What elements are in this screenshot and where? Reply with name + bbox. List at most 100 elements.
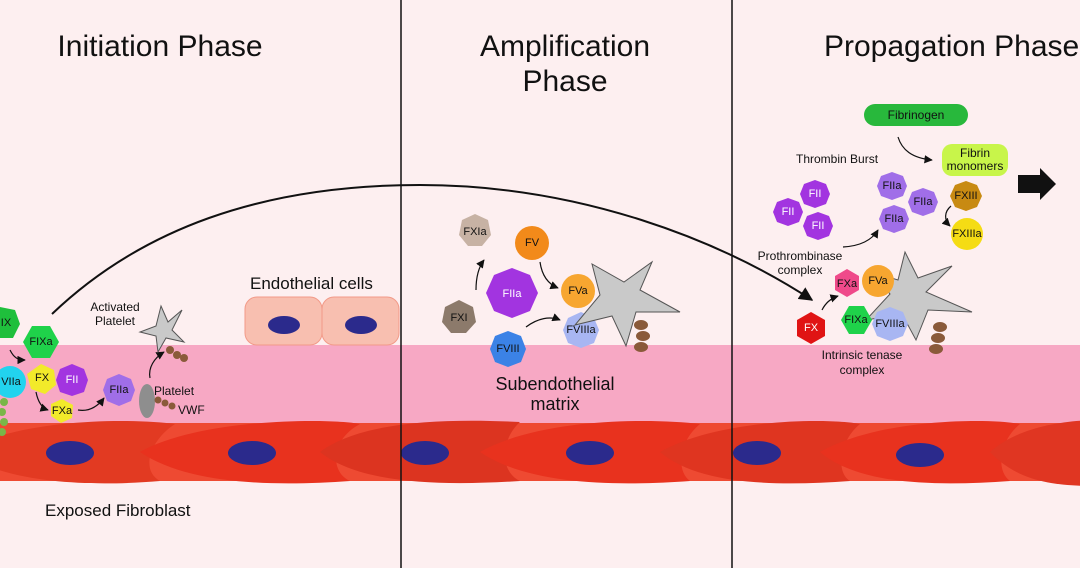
vwf-label: VWF [178, 403, 205, 417]
factor-label: FIIa [885, 213, 905, 225]
activated-platelet [138, 304, 186, 354]
reaction-arrow [9, 349, 26, 365]
reaction-arrow [149, 351, 165, 379]
factor-label: FVa [568, 285, 588, 297]
factor-label: FIXa [844, 314, 868, 326]
reaction-arrow [35, 391, 49, 412]
reaction-arrow [525, 313, 561, 328]
activated-platelet [573, 260, 681, 348]
factor-label: FIXa [29, 336, 53, 348]
factor-fva [862, 265, 894, 297]
intrinsic-tenase-label-line1: Intrinsic tenase [822, 348, 903, 362]
tissue-factor-strand [0, 398, 8, 436]
fibrinogen-pill [864, 104, 968, 126]
factor-label: FVIIIa [566, 324, 596, 336]
phase-title-amplification-line2: Phase [522, 65, 607, 98]
factor-fixa [23, 326, 59, 358]
phase-title-initiation: Initiation Phase [57, 30, 262, 63]
nucleus [228, 441, 276, 465]
factor-fii [56, 364, 88, 396]
factor-label: IX [1, 317, 12, 329]
vwf-strand [154, 396, 176, 410]
factor-fxa [835, 269, 859, 297]
factor-label: FIIa [110, 384, 130, 396]
factor-label: FXIII [954, 190, 977, 202]
nucleus [401, 441, 449, 465]
platelet [139, 384, 155, 418]
factor-label: FV [525, 237, 540, 249]
reaction-arrow [941, 205, 952, 227]
factor-label: FXa [52, 405, 73, 417]
factor-label: FXIa [463, 226, 487, 238]
factor-label: FIIa [883, 180, 903, 192]
phase-title-propagation: Propagation Phase [824, 30, 1079, 63]
reaction-arrow [842, 229, 879, 248]
nucleus [896, 443, 944, 467]
factor-fviii [490, 331, 526, 367]
fibrin-monomers-label-line2: monomers [947, 159, 1004, 173]
factor-label: FII [66, 374, 79, 386]
reaction-arrow [475, 259, 485, 291]
factor-fxia [459, 214, 491, 246]
factor-fii [800, 180, 830, 208]
factor-label: FXI [450, 312, 467, 324]
factor-fxi [442, 300, 476, 333]
factor-fx [27, 364, 56, 394]
endothelial-cells-label: Endothelial cells [250, 274, 373, 293]
factor-fxiiia [951, 218, 983, 250]
factor-label: FII [812, 220, 825, 232]
factor-label: FXIIIa [952, 228, 982, 240]
prothrombinase-label-line1: Prothrombinase [758, 249, 843, 263]
arrow-right-icon [1018, 168, 1056, 200]
factor-label: FX [804, 322, 819, 334]
subendothelial-matrix-label-line1: Subendothelial [495, 374, 614, 394]
factor-label: FIIa [914, 196, 934, 208]
factor-label: FXa [837, 278, 858, 290]
factor-fva [561, 274, 595, 308]
factor-label: FIIa [503, 288, 523, 300]
factor-fiia [103, 374, 135, 406]
exposed-fibroblast-label: Exposed Fibroblast [45, 501, 191, 520]
activated-platelet-label-line1: Activated [90, 300, 139, 314]
vwf-cluster [929, 322, 947, 354]
reaction-arrow [821, 294, 839, 311]
factor-label: FII [809, 188, 822, 200]
subendothelial-matrix-label-line2: matrix [531, 394, 580, 414]
vwf [166, 346, 188, 362]
thrombin-burst-label: Thrombin Burst [796, 152, 879, 166]
factor-fiia [879, 205, 909, 233]
factor-label: FVIII [496, 343, 519, 355]
reaction-arrow [539, 261, 559, 290]
factor-fv [515, 226, 549, 260]
factor-fiia [908, 188, 938, 216]
intrinsic-tenase-label-line2: complex [840, 363, 885, 377]
factor-viia [0, 366, 26, 398]
factor-fx [797, 312, 825, 344]
factor-fii [803, 212, 833, 240]
fibrin-monomers-pill [942, 144, 1008, 176]
fibroblast-layer [0, 420, 1080, 486]
factor-fiia [486, 268, 538, 318]
nucleus [46, 441, 94, 465]
factor-fixa [841, 306, 872, 334]
fibrin-monomers-label-line1: Fibrin [960, 146, 990, 160]
reaction-arrow [897, 136, 933, 164]
factor-fxiii [950, 181, 982, 211]
factor-fii [773, 198, 803, 226]
nucleus [566, 441, 614, 465]
fibrinogen-label: Fibrinogen [888, 108, 945, 122]
nucleus [733, 441, 781, 465]
phase-connector-arc [51, 183, 814, 315]
endothelial-cells [244, 296, 400, 346]
factor-fiia [877, 172, 907, 200]
factor-label: FVa [868, 275, 888, 287]
factor-label: FVIIIa [875, 318, 905, 330]
reaction-arrow [77, 397, 105, 411]
prothrombinase-label-line2: complex [778, 263, 823, 277]
phase-title-amplification-line1: Amplification [480, 30, 650, 63]
activated-platelet-label-line2: Platelet [95, 314, 136, 328]
platelet-label: Platelet [154, 384, 195, 398]
factor-label: FII [782, 206, 795, 218]
